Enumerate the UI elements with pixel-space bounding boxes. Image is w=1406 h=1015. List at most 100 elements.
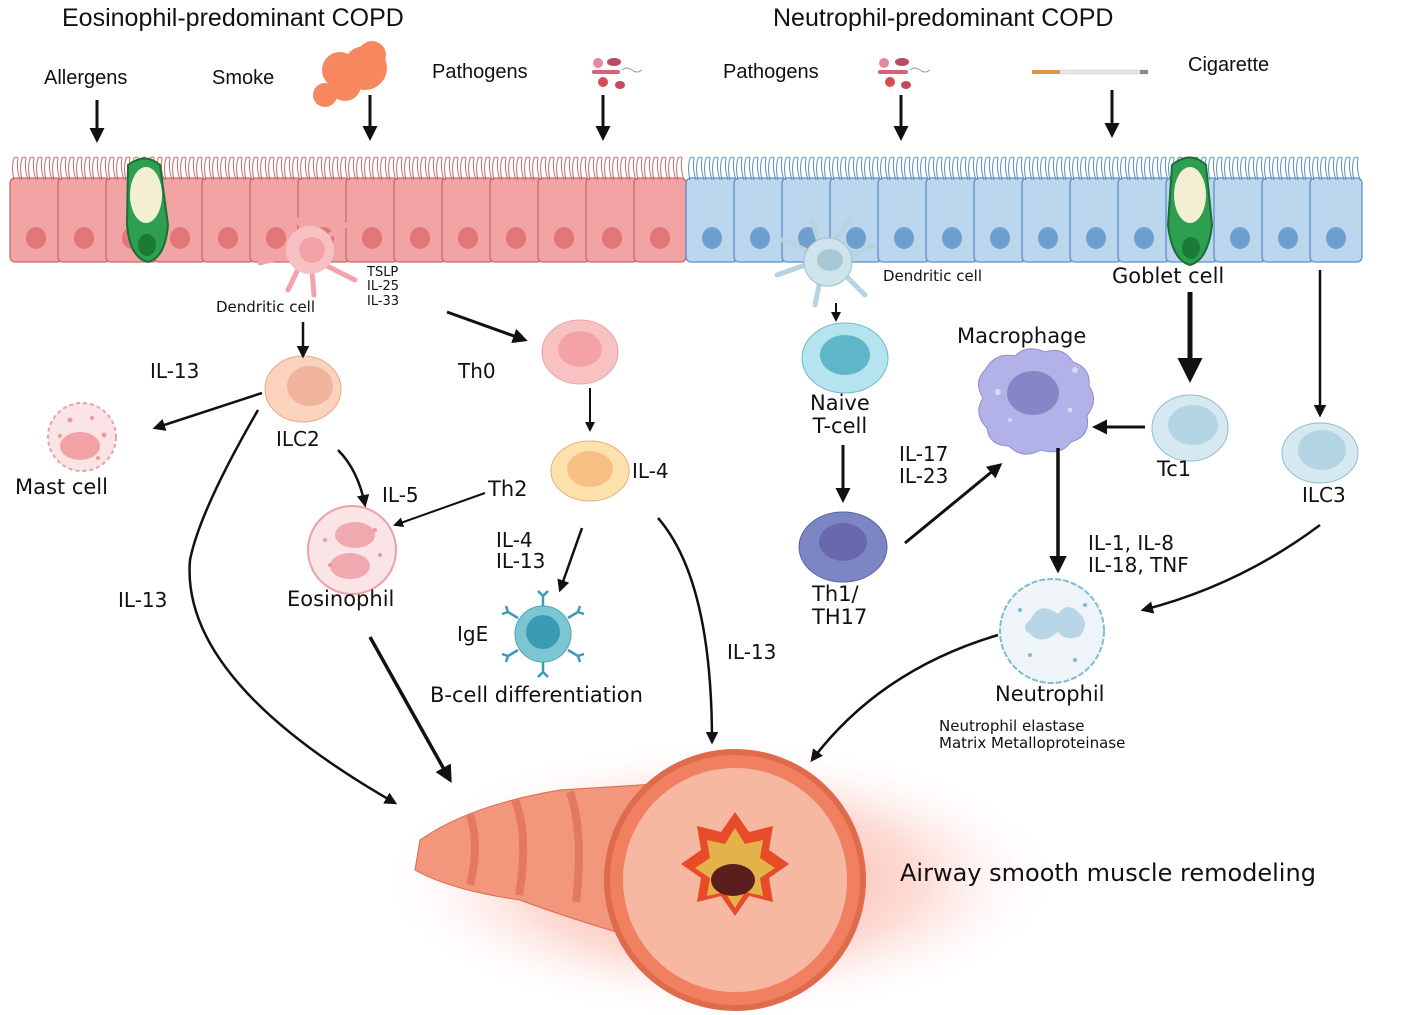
naive-t-cell-icon [801, 322, 889, 394]
label-ige: IgE [457, 622, 489, 646]
arrow-th17-to-macrophage [904, 463, 1003, 545]
cytokine-il33: IL-33 [367, 293, 400, 309]
label-th1-th17: Th1/ TH17 [812, 582, 868, 630]
airway-illustration [380, 740, 1060, 1015]
label-il4: IL-4 [632, 459, 669, 483]
cytokines-th17-macrophage: IL-17 IL-23 [899, 443, 948, 487]
cytokine-il17: IL-17 [899, 442, 949, 466]
arrow-th2-to-airway [657, 517, 719, 745]
ilc3-cell-icon [1281, 422, 1359, 484]
smoke-icon [313, 41, 387, 107]
arrow-ilc2-to-airway [188, 409, 398, 805]
label-cigarette: Cigarette [1188, 54, 1270, 76]
label-pathogens-right: Pathogens [723, 61, 819, 83]
label-ilc3: ILC3 [1302, 483, 1346, 507]
title-eosinophil-copd: Eosinophil-predominant COPD [62, 4, 404, 32]
epithelium-neutrophilic [685, 156, 1363, 263]
neutrophilic-epithelial-cell [829, 156, 883, 263]
dendritic-cell-left-icon [257, 194, 358, 298]
arrow-th2-to-bcell [557, 527, 584, 593]
cytokine-il25: IL-25 [367, 279, 400, 295]
cytokine-tslp: TSLP [367, 265, 399, 280]
th1-th17-cell-icon [798, 511, 888, 583]
macrophage-cell-icon [978, 348, 1094, 455]
label-naive-t-cell: Naive T-cell [810, 391, 870, 439]
eosinophilic-epithelial-cell [393, 156, 447, 263]
cytokine-il23: IL-23 [899, 464, 949, 488]
label-ilc2: ILC2 [276, 427, 320, 451]
neutrophilic-epithelial-cell [1069, 156, 1123, 263]
label-il13-left: IL-13 [118, 588, 168, 612]
arrow-neutrophil-to-airway [810, 633, 999, 762]
neutrophilic-epithelial-cell [1021, 156, 1075, 263]
arrow-epithelium-to-th0 [446, 310, 528, 344]
arrow-eosinophil-to-airway [368, 636, 452, 784]
cytokines-epithelial: TSLP IL-25 IL-33 [367, 265, 400, 309]
label-il13-right: IL-13 [727, 640, 777, 664]
neutrophilic-epithelial-cell [925, 156, 979, 263]
th2-cell-icon [550, 440, 630, 502]
epithelium-eosinophilic [9, 156, 687, 263]
eosinophilic-epithelial-cell [345, 156, 399, 263]
eosinophil-cell-icon [307, 505, 397, 595]
eosinophilic-epithelial-cell [633, 156, 687, 263]
label-dendritic-cell-left: Dendritic cell [216, 298, 316, 316]
eosinophilic-epithelial-cell [585, 156, 639, 263]
cytokine-il18-tnf: IL-18, TNF [1088, 553, 1189, 577]
b-cell-icon [501, 590, 585, 678]
neutrophilic-epithelial-cell [877, 156, 931, 263]
label-dendritic-cell-right: Dendritic cell [883, 267, 983, 285]
neutrophilic-epithelial-cell [1213, 156, 1267, 263]
arrow-th2-to-eosinophil [393, 492, 486, 528]
label-airway-remodeling: Airway smooth muscle remodeling [900, 859, 1316, 887]
cytokines-macrophage-neutrophil: IL-1, IL-8 IL-18, TNF [1088, 532, 1189, 576]
label-th0: Th0 [458, 359, 496, 383]
arrow-ilc2-to-eosinophil [337, 449, 370, 508]
arrow-ilc3-to-neutrophil [1140, 523, 1321, 614]
label-il13-mast: IL-13 [150, 359, 200, 383]
label-goblet-cell: Goblet cell [1112, 264, 1225, 288]
label-smoke: Smoke [212, 67, 275, 89]
neutrophil-cell-icon [999, 578, 1105, 684]
label-eosinophil: Eosinophil [287, 587, 395, 611]
title-neutrophil-copd: Neutrophil-predominant COPD [773, 4, 1114, 32]
neutrophilic-epithelial-cell [733, 156, 787, 263]
label-neutrophil: Neutrophil [995, 682, 1105, 706]
neutrophilic-epithelial-cell [973, 156, 1027, 263]
label-il5: IL-5 [382, 483, 419, 507]
label-tc1: Tc1 [1157, 457, 1192, 481]
ilc2-cell-icon [264, 355, 342, 423]
label-allergens: Allergens [44, 67, 128, 89]
neutrophilic-epithelial-cell [1261, 156, 1315, 263]
label-b-cell-differentiation: B-cell differentiation [430, 683, 643, 707]
dendritic-cell-right-icon [774, 215, 878, 308]
tc1-cell-icon [1151, 394, 1229, 462]
cytokine-il13: IL-13 [496, 549, 546, 573]
neutrophil-products: Neutrophil elastase Matrix Metalloprotei… [939, 717, 1126, 753]
product-mmp: Matrix Metalloproteinase [939, 734, 1126, 753]
neutrophilic-epithelial-cell [1117, 156, 1171, 263]
arrow-ilc2-to-mast [152, 391, 263, 431]
product-neutrophil-elastase: Neutrophil elastase [939, 717, 1085, 735]
eosinophilic-epithelial-cell [9, 156, 63, 263]
eosinophilic-epithelial-cell [537, 156, 591, 263]
eosinophilic-epithelial-cell [489, 156, 543, 263]
label-th2: Th2 [488, 477, 528, 501]
pathogens-icon-right [878, 58, 931, 89]
cytokines-th2-bcell: IL-4 IL-13 [496, 530, 545, 572]
neutrophilic-epithelial-cell [685, 156, 739, 263]
goblet-cell-right [1166, 156, 1214, 267]
eosinophilic-epithelial-cell [201, 156, 255, 263]
neutrophilic-epithelial-cell [1309, 156, 1363, 263]
label-mast-cell: Mast cell [15, 475, 108, 499]
mast-cell-icon [47, 402, 117, 472]
eosinophilic-epithelial-cell [441, 156, 495, 263]
cytokine-il1-il8: IL-1, IL-8 [1088, 531, 1174, 555]
eosinophilic-epithelial-cell [57, 156, 111, 263]
label-pathogens-left: Pathogens [432, 61, 528, 83]
cigarette-icon [1032, 69, 1149, 75]
goblet-cell-left [125, 157, 170, 264]
cytokine-il4: IL-4 [496, 528, 533, 552]
pathogens-icon-left [592, 58, 643, 89]
